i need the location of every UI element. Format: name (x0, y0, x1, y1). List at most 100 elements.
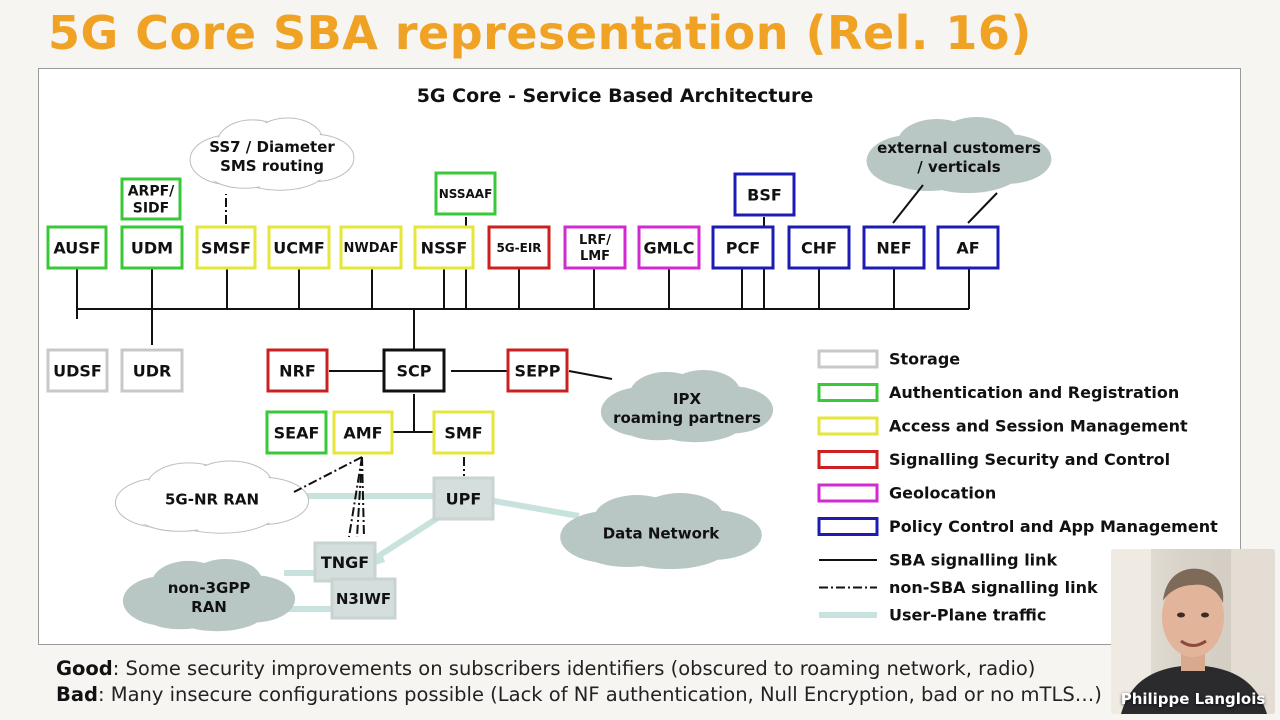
legend-swatch-policy (817, 517, 879, 536)
sba-link (568, 370, 613, 380)
footer-good-label: Good (56, 657, 113, 680)
legend-item: Geolocation (817, 483, 996, 503)
cloud-non-3gpp-ran-label: non-3GPP (168, 579, 251, 597)
nf-n3iwf-box (330, 577, 397, 620)
nf-n3iwf-label: N3IWF (336, 590, 391, 608)
nf-nwdaf-box (339, 225, 403, 270)
nf-af-box (936, 225, 1000, 270)
nf-nssf-label: NSSF (421, 238, 468, 257)
nf-tngf: TNGF (313, 541, 377, 583)
nf-udm-label: UDM (131, 238, 173, 257)
legend-swatch-geo (817, 483, 879, 503)
nf-upf-label: UPF (446, 489, 482, 508)
cloud-ss7-label: SS7 / Diameter (209, 138, 335, 156)
cloud-ipx-label: IPX (673, 390, 702, 408)
nf-af-label: AF (956, 238, 979, 257)
nf-sepp: SEPP (506, 348, 569, 393)
nf-pcf-label: PCF (726, 238, 760, 257)
nf-gmlc-box (637, 225, 701, 270)
nf-chf: CHF (787, 225, 851, 270)
nf-nrf: NRF (266, 348, 329, 393)
nf-smsf: SMSF (195, 225, 257, 270)
nf-n3iwf: N3IWF (330, 577, 397, 620)
nf-nef-box (862, 225, 926, 270)
nf-nef: NEF (862, 225, 926, 270)
nf-ausf-box (46, 225, 108, 270)
cloud-external-customers-label: external customers (877, 139, 1041, 157)
cloud-5g-nr-ran: 5G-NR RAN (114, 460, 310, 534)
legend-item: Signalling Security and Control (817, 450, 1170, 469)
nf-amf-box (332, 410, 394, 455)
non-sba-link (356, 456, 363, 538)
nf-nwdaf-label: NWDAF (344, 241, 399, 256)
nf-arpf: ARPF/SIDF (120, 177, 182, 221)
nf-lrf-label: LRF/ (579, 233, 611, 248)
nf-scp-label: SCP (397, 361, 432, 380)
cloud-ipx-label: roaming partners (613, 409, 761, 427)
nf-ucmf-label: UCMF (273, 238, 325, 257)
nf-nrf-label: NRF (279, 361, 316, 380)
cloud-external-customers-label: / verticals (917, 158, 1001, 176)
legend-label: Signalling Security and Control (889, 450, 1170, 469)
sba-link (967, 192, 998, 224)
nf-udsf-label: UDSF (53, 361, 102, 380)
legend-item: non-SBA signalling link (819, 578, 1098, 597)
footer-good: Good: Some security improvements on subs… (56, 657, 1035, 680)
nf-upf-box (432, 476, 495, 521)
nf-nssf-box (413, 225, 475, 270)
nf-smf: SMF (432, 410, 495, 455)
nf-arpf-label: ARPF/ (128, 184, 175, 200)
legend-item: Authentication and Registration (817, 383, 1179, 402)
legend-label: User-Plane traffic (889, 606, 1046, 625)
footer-bad-label: Bad (56, 683, 98, 706)
legend-swatch-security (817, 450, 879, 469)
nf-nef-label: NEF (876, 238, 911, 257)
legend-label: Authentication and Registration (889, 383, 1179, 402)
legend-item: Policy Control and App Management (817, 517, 1218, 536)
speaker-video: Philippe Langlois (1111, 549, 1275, 714)
nf-tngf-label: TNGF (321, 553, 369, 572)
cloud-data-network: Data Network (560, 493, 762, 569)
nf-scp: SCP (382, 348, 446, 393)
legend-label: Geolocation (889, 484, 996, 503)
nf-pcf: PCF (711, 225, 775, 270)
nf-smf-label: SMF (444, 423, 482, 442)
nf-seaf-label: SEAF (274, 423, 320, 442)
non-sba-link (361, 456, 365, 538)
cloud-ss7-label: SMS routing (220, 157, 324, 175)
nf-ucmf: UCMF (267, 225, 331, 270)
nf-nssaaf-label: NSSAAF (439, 187, 493, 201)
nf-arpf-label: SIDF (133, 201, 169, 217)
nf-ausf-label: AUSF (53, 238, 100, 257)
nf-nssaaf: NSSAAF (434, 171, 497, 216)
nf-nwdaf: NWDAF (339, 225, 403, 270)
nf-gmlc: GMLC (637, 225, 701, 270)
legend-item: SBA signalling link (819, 551, 1058, 570)
legend-label: Storage (889, 350, 960, 369)
nf-udsf-box (46, 348, 109, 393)
nf-seaf: SEAF (265, 410, 328, 455)
nf-udr-box (120, 348, 184, 393)
nf-5g-eir-label: 5G-EIR (496, 241, 541, 255)
footer-bad-text: : Many insecure configurations possible … (97, 683, 1102, 706)
nf-sepp-box (506, 348, 569, 393)
nf-5g-eir: 5G-EIR (487, 225, 551, 270)
slide-title: 5G Core SBA representation (Rel. 16) (48, 6, 1032, 60)
footer-good-text: : Some security improvements on subscrib… (112, 657, 1036, 680)
legend-label: non-SBA signalling link (889, 578, 1098, 597)
footer-bad: Bad: Many insecure configurations possib… (56, 683, 1102, 706)
nf-udr-label: UDR (133, 361, 172, 380)
speaker-avatar (1111, 549, 1275, 714)
nf-arpf-box (120, 177, 182, 221)
nf-seaf-box (265, 410, 328, 455)
nf-ausf: AUSF (46, 225, 108, 270)
legend-label: Policy Control and App Management (889, 517, 1218, 536)
cloud-external-customers: external customers/ verticals (866, 117, 1052, 193)
nf-smsf-label: SMSF (201, 238, 251, 257)
nf-lrf-box (563, 225, 627, 270)
nf-nrf-box (266, 348, 329, 393)
